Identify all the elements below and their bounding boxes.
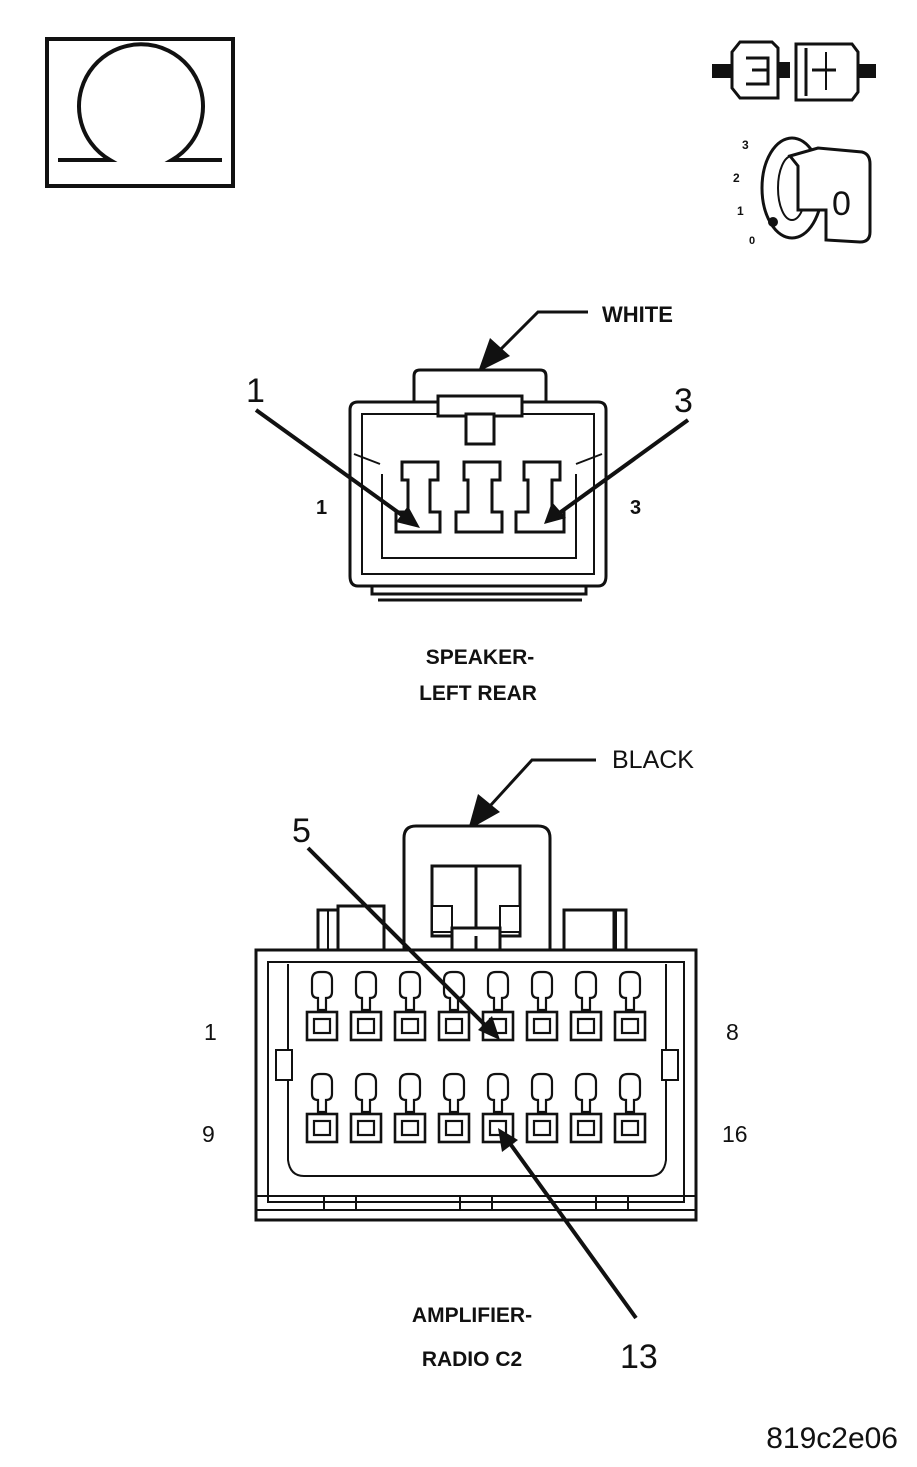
amplifier-side-label-16: 16: [722, 1121, 748, 1147]
speaker-connector: WHITE 1 3 1 3 SPEAKER- LE: [246, 302, 693, 705]
amplifier-callout-5: 5: [292, 812, 311, 850]
disconnected-connector-icon: [712, 40, 876, 102]
amplifier-name-line1: AMPLIFIER-: [412, 1304, 532, 1327]
amplifier-name-line2: RADIO C2: [422, 1348, 522, 1371]
ignition-key-label: 0: [832, 185, 851, 223]
figure-id: 819c2e06: [766, 1422, 898, 1455]
amplifier-connector: BLACK: [202, 746, 748, 1376]
ohm-symbol-icon: [45, 37, 235, 188]
ignition-position-1: 1: [737, 204, 744, 218]
amplifier-callout-13: 13: [620, 1338, 658, 1376]
speaker-side-label-1: 1: [316, 497, 327, 519]
ignition-position-3: 3: [742, 138, 749, 152]
speaker-callout-3: 3: [674, 382, 693, 420]
speaker-side-label-3: 3: [630, 497, 641, 519]
ignition-position-0: 0: [749, 235, 755, 247]
ignition-key-icon: 0 3 2 1 0: [733, 136, 872, 247]
speaker-color-label: WHITE: [602, 302, 673, 327]
amplifier-color-label: BLACK: [612, 746, 694, 774]
speaker-name-line1: SPEAKER-: [426, 646, 535, 669]
amplifier-side-label-9: 9: [202, 1121, 215, 1147]
speaker-cavity-2: [454, 460, 504, 534]
speaker-name-line2: LEFT REAR: [419, 682, 537, 705]
amplifier-side-label-1: 1: [204, 1019, 217, 1045]
amplifier-side-label-8: 8: [726, 1019, 739, 1045]
speaker-callout-1: 1: [246, 372, 265, 410]
ignition-position-2: 2: [733, 171, 740, 185]
